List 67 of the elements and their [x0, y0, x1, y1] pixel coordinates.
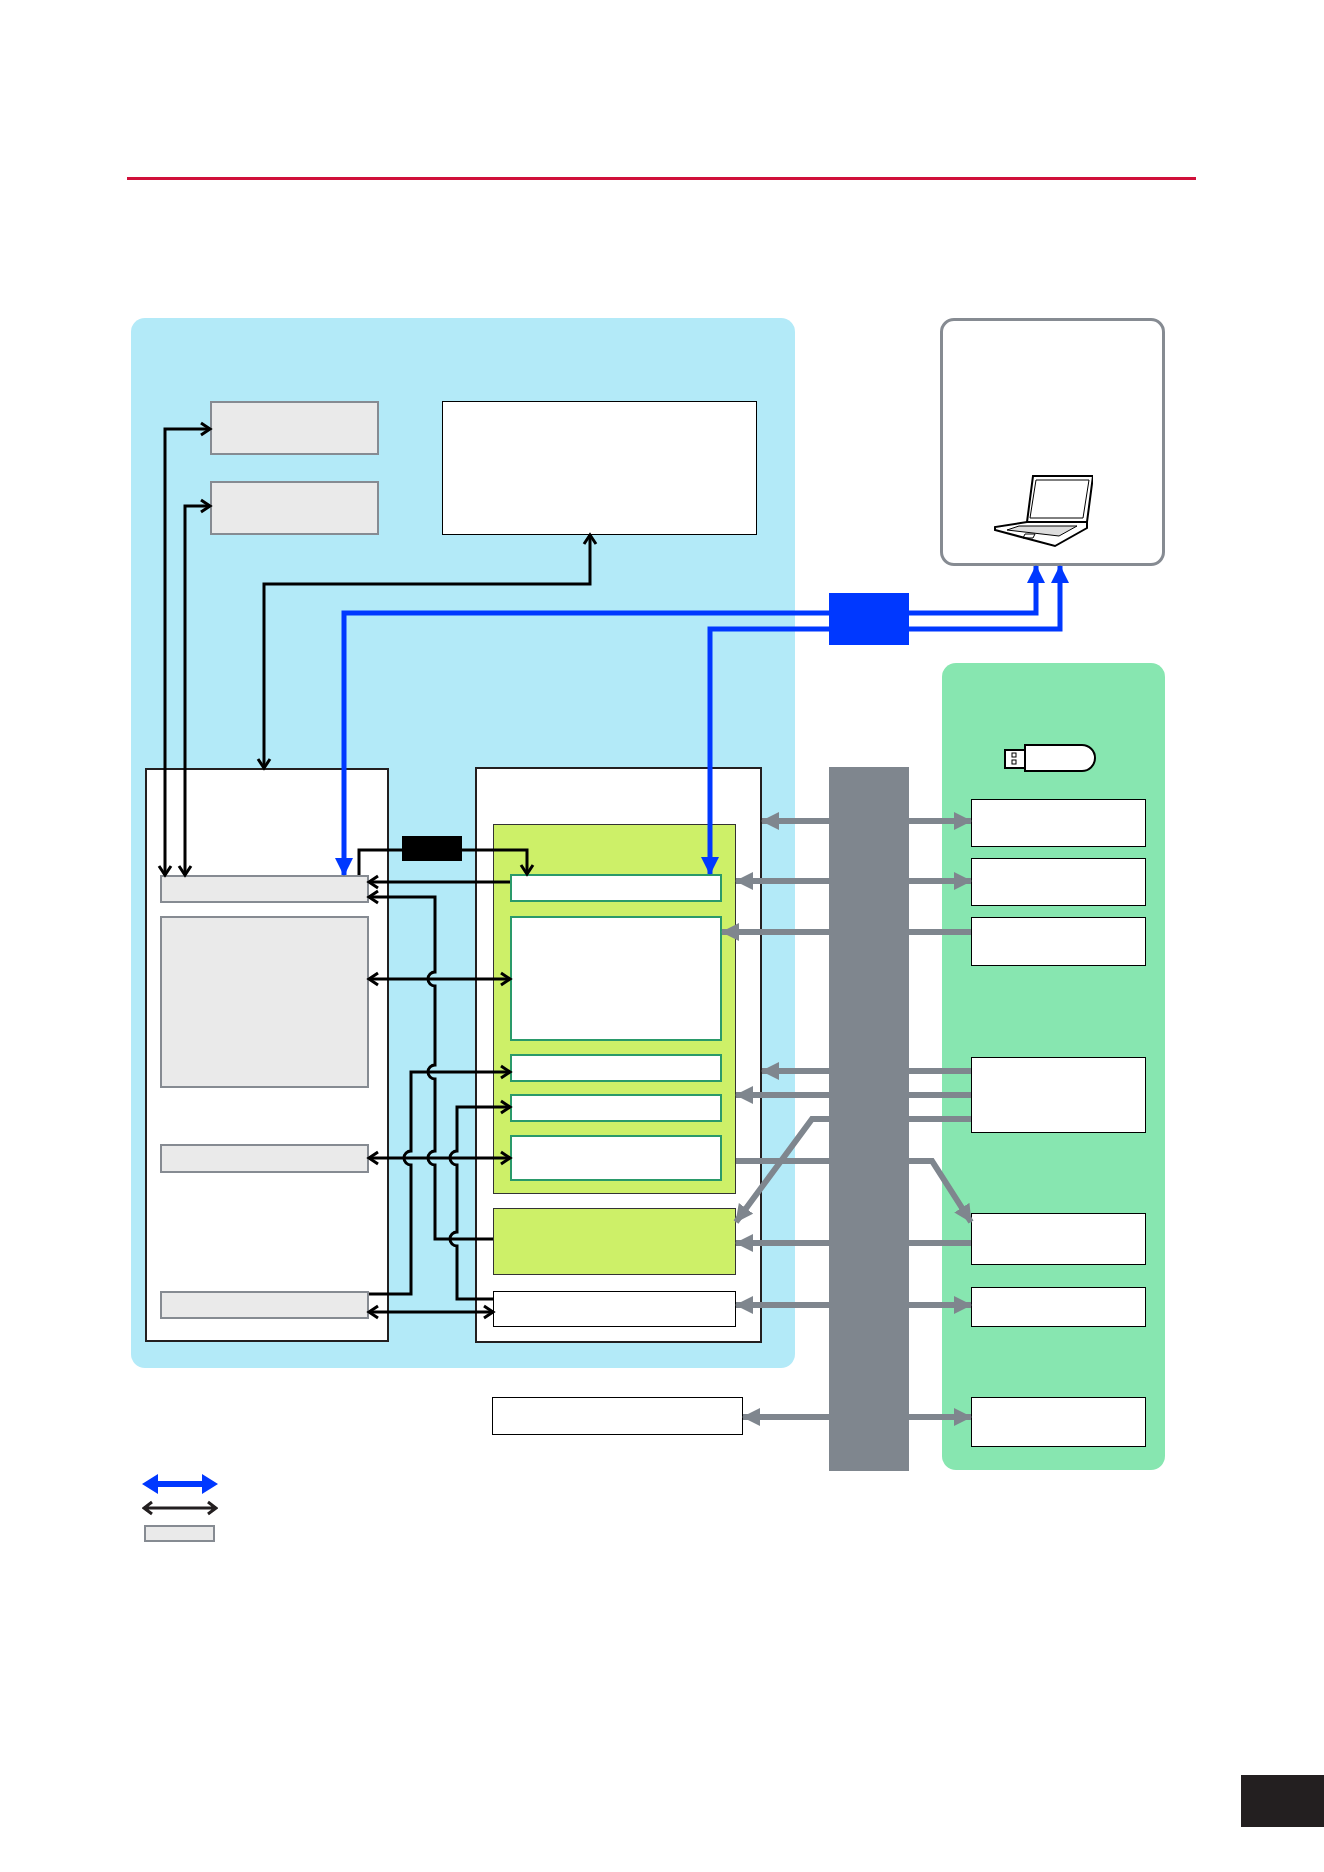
hub-block — [829, 593, 909, 645]
connector — [909, 1116, 971, 1122]
block-box — [510, 1054, 722, 1082]
laptop-frame — [940, 318, 1165, 566]
block-box — [510, 1094, 722, 1122]
inner-panel — [493, 824, 736, 1194]
block-box — [442, 401, 757, 535]
connector — [357, 848, 402, 875]
block-box — [971, 917, 1146, 966]
panel-background — [942, 663, 1165, 1470]
shaded-box — [210, 401, 379, 455]
bus-bar — [829, 767, 909, 1471]
connector — [369, 1064, 512, 1296]
connector — [701, 626, 829, 875]
connector — [157, 421, 212, 877]
block-box — [510, 874, 722, 902]
block-box — [510, 1135, 722, 1181]
connector — [909, 1296, 972, 1314]
shaded-box — [160, 1291, 369, 1319]
connector — [735, 1296, 829, 1314]
connector — [735, 1234, 829, 1252]
connector — [909, 1158, 974, 1224]
connector — [742, 1408, 829, 1426]
block-box — [510, 916, 722, 1041]
connector — [462, 848, 535, 876]
module-box — [145, 768, 389, 1342]
block-box — [971, 799, 1146, 847]
small-block — [402, 836, 462, 861]
block-box — [971, 1057, 1146, 1133]
block-box — [971, 1213, 1146, 1265]
connector — [367, 874, 510, 890]
shaded-box — [160, 916, 369, 1088]
connector — [367, 889, 493, 1241]
connector — [735, 1086, 829, 1104]
connector — [909, 1408, 972, 1426]
connector — [256, 533, 598, 770]
connector — [909, 872, 972, 890]
inner-panel — [493, 1208, 736, 1275]
connector — [721, 923, 829, 941]
connector — [761, 812, 829, 830]
connector — [909, 1092, 971, 1098]
shaded-box — [160, 1144, 369, 1173]
connector — [367, 1150, 512, 1166]
block-box — [492, 1397, 743, 1435]
connector — [448, 1099, 512, 1301]
connector — [367, 971, 512, 987]
connector — [735, 872, 829, 890]
panel-background — [131, 318, 795, 1368]
connector — [736, 1158, 829, 1164]
connector — [733, 1116, 829, 1224]
block-box — [971, 858, 1146, 906]
shaded-box — [210, 481, 379, 535]
connector — [909, 1068, 971, 1074]
block-box — [493, 1291, 736, 1327]
connector — [335, 610, 829, 876]
block-box — [971, 1397, 1146, 1447]
connector — [909, 565, 1069, 632]
connector — [909, 812, 972, 830]
connector — [761, 1062, 829, 1080]
connector — [909, 565, 1045, 616]
connector — [177, 498, 212, 877]
connector — [909, 929, 971, 935]
connector — [909, 1240, 971, 1246]
block-box — [971, 1287, 1146, 1327]
module-box — [475, 767, 762, 1343]
connector — [367, 1304, 495, 1320]
shaded-box — [160, 875, 369, 903]
